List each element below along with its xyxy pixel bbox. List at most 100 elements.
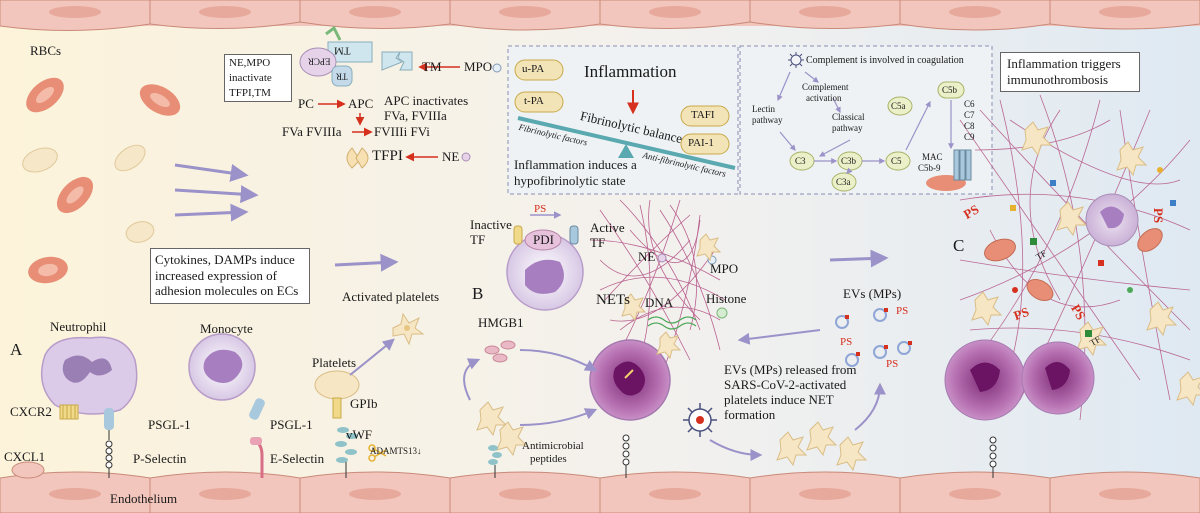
ev-note-4: formation bbox=[724, 407, 776, 422]
complement-arrows bbox=[777, 71, 954, 174]
immunothrombosis-line-1: Inflammation triggers bbox=[1007, 56, 1121, 71]
scissors-icon bbox=[368, 444, 387, 462]
pai1-pill-label: PAI-1 bbox=[688, 137, 714, 149]
c5b-9-label: C5b-9 bbox=[918, 163, 941, 173]
panel-label-b: B bbox=[472, 284, 484, 303]
hmgb1-arrow bbox=[519, 349, 598, 372]
apc-label: APC bbox=[348, 96, 374, 111]
psgl1-neutrophil-receptor-icon bbox=[104, 408, 114, 440]
c5-label: C5 bbox=[891, 156, 902, 166]
red-arrows bbox=[318, 62, 460, 162]
flow-arrows bbox=[174, 163, 889, 272]
epcr-label: EPCR bbox=[308, 56, 331, 67]
pc-label: PC bbox=[298, 96, 314, 111]
ne-granule-icon bbox=[657, 253, 667, 263]
monocyte-cell bbox=[188, 333, 256, 401]
complement-activation-2: activation bbox=[806, 93, 842, 103]
mpo-dot-icon bbox=[492, 63, 502, 73]
ev-ps-dots bbox=[845, 308, 912, 356]
evs-title: EVs (MPs) bbox=[843, 286, 902, 301]
immunothrombosis-box: Inflammation triggers immunothrombosis bbox=[1000, 52, 1140, 92]
activated-platelets-label: Activated platelets bbox=[342, 289, 440, 304]
rbc-label: RBCs bbox=[30, 43, 62, 58]
classical-pathway-1: Classical bbox=[832, 112, 865, 122]
ev-note-3: platelets induce NET bbox=[724, 392, 834, 407]
antimicrobial-1: Antimicrobial bbox=[522, 440, 584, 452]
classical-pathway-2: pathway bbox=[832, 123, 863, 133]
activated-platelet-icon bbox=[392, 312, 425, 346]
complement-activation-1: Complement bbox=[802, 82, 849, 92]
cxcr2-receptor-icon bbox=[59, 404, 79, 420]
nets-label: NETs bbox=[596, 292, 630, 308]
ne-mpo-line-2: inactivate bbox=[229, 72, 272, 84]
psgl1-monocyte-receptor-icon bbox=[249, 398, 265, 420]
active-tf-2: TF bbox=[590, 235, 606, 250]
inactive-tf-2: TF bbox=[470, 232, 486, 247]
p-selectin-icon bbox=[105, 440, 113, 478]
c7-label: C7 bbox=[964, 110, 975, 120]
active-tf-1: Active bbox=[590, 220, 625, 235]
lectin-pathway-2: pathway bbox=[752, 115, 783, 125]
complement-pills bbox=[789, 81, 965, 192]
cytokine-box: Cytokines, DAMPs induce increased expres… bbox=[150, 248, 310, 304]
selectin-stalk-b bbox=[622, 434, 630, 478]
e-selectin-icon bbox=[250, 437, 264, 478]
psgl1-monocyte-label: PSGL-1 bbox=[270, 417, 313, 432]
monocyte-label: Monocyte bbox=[200, 321, 253, 336]
fibrinolysis-factor-pills bbox=[514, 59, 730, 155]
tfpi-label: TFPI bbox=[372, 148, 403, 164]
fibrinolytic-balance-beam bbox=[517, 116, 736, 170]
virus-icon bbox=[788, 52, 804, 68]
bottom-endothelium bbox=[0, 471, 1200, 513]
ev-ps-label-2: PS bbox=[840, 336, 853, 348]
cxcr2-label: CXCR2 bbox=[10, 404, 52, 419]
ev-note-2: SARS-CoV-2-activated bbox=[724, 377, 847, 392]
hypofibrinolytic-note-1: Inflammation induces a bbox=[514, 157, 637, 172]
panel-label-a: A bbox=[10, 340, 23, 359]
ev-ps-label-3: PS bbox=[886, 358, 899, 370]
vwf-label: vWF bbox=[346, 427, 372, 442]
hmgb1-particles bbox=[484, 340, 516, 363]
c3b-label: C3b bbox=[841, 156, 857, 166]
complement-title: Complement is involved in coagulation bbox=[806, 55, 964, 66]
antimicrobial-2: peptides bbox=[530, 453, 567, 465]
platelet-to-ev-arrow bbox=[854, 382, 886, 431]
upa-pill-label: u-PA bbox=[522, 63, 545, 75]
histone-icon bbox=[716, 307, 728, 319]
top-endothelium bbox=[0, 0, 1200, 32]
panel-label-c: C bbox=[953, 236, 965, 255]
tf-monocyte-cell bbox=[506, 225, 584, 311]
tfpi-broken-icon bbox=[346, 147, 369, 169]
ne-mpo-line-3: TFPI,TM bbox=[229, 87, 271, 99]
cxcl1-label: CXCL1 bbox=[4, 449, 46, 464]
net-neutrophil-cell bbox=[589, 339, 671, 421]
ne-dot-icon bbox=[461, 152, 471, 162]
neutrophil-label: Neutrophil bbox=[50, 319, 107, 334]
net-ne-label: NE bbox=[638, 249, 656, 264]
cxcl1-chemokine-icon bbox=[11, 461, 45, 479]
cytokine-box-text: Cytokines, DAMPs induce increased expres… bbox=[155, 252, 299, 299]
immunothrombosis-clot bbox=[944, 94, 1200, 478]
inactive-tf-1: Inactive bbox=[470, 217, 512, 232]
platelet-cluster-b bbox=[476, 401, 528, 457]
tm-broken-icon bbox=[381, 51, 413, 71]
dna-label: DNA bbox=[645, 295, 674, 310]
platelets-label: Platelets bbox=[312, 355, 357, 370]
extracellular-vesicles bbox=[835, 308, 911, 367]
tafi-pill-label: TAFI bbox=[691, 109, 715, 121]
gpib-receptor-icon bbox=[332, 397, 342, 419]
apc-note-line-1: APC inactivates bbox=[384, 93, 469, 108]
neutrophil-cell bbox=[40, 336, 138, 415]
c8-label: C8 bbox=[964, 121, 975, 131]
endothelium-label: Endothelium bbox=[110, 491, 178, 506]
tm-flipped-label: TM bbox=[334, 44, 351, 57]
ps-top-label: PS bbox=[534, 203, 547, 215]
c6-label: C6 bbox=[964, 99, 975, 109]
tr-label: TR bbox=[336, 71, 348, 82]
net-mpo-label: MPO bbox=[710, 261, 739, 276]
platelet-cell bbox=[314, 370, 360, 400]
c3a-label: C3a bbox=[836, 177, 851, 187]
fva-fviiia-label: FVa FVIIIa bbox=[282, 124, 342, 139]
tpa-pill-label: t-PA bbox=[524, 95, 544, 107]
